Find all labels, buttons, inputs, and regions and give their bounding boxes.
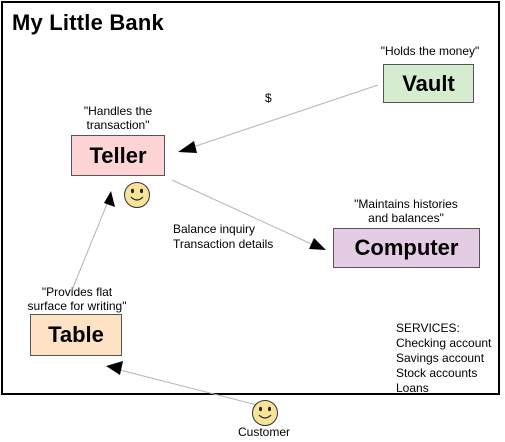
- teller-note-line-2: transaction": [86, 118, 150, 132]
- teller-node: Teller: [71, 135, 165, 176]
- edge-customer-to-table: [115, 368, 258, 406]
- edge-teller-to-computer: [171, 179, 319, 248]
- arrowhead-teller-from-table: [104, 191, 115, 207]
- computer-note: "Maintains histories and balances": [330, 197, 482, 225]
- table-label: Table: [48, 322, 104, 347]
- table-note: "Provides flat surface for writing": [16, 285, 138, 313]
- money-edge-label: $: [265, 91, 272, 105]
- balance-inquiry-label: Balance inquiry: [173, 222, 256, 236]
- table-node: Table: [30, 314, 122, 356]
- teller-computer-edge-label: Balance inquiry Transaction details: [173, 222, 273, 252]
- teller-smiley-icon: [124, 182, 150, 208]
- arrowhead-table-from-customer: [106, 361, 123, 375]
- transaction-details-label: Transaction details: [173, 237, 274, 251]
- computer-note-line-2: and balances": [368, 211, 444, 225]
- table-note-line-1: "Provides flat: [41, 285, 113, 299]
- service-item: Loans: [396, 381, 429, 395]
- vault-node: Vault: [383, 64, 474, 103]
- customer-smiley-icon: [252, 400, 278, 426]
- computer-node: Computer: [333, 228, 480, 268]
- service-item: Stock accounts: [396, 366, 478, 380]
- service-item: Savings account: [396, 351, 485, 365]
- edge-vault-to-teller: [186, 84, 379, 150]
- customer-label: Customer: [238, 425, 291, 439]
- diagram-title: My Little Bank: [12, 10, 164, 35]
- teller-label: Teller: [89, 142, 147, 168]
- services-list: SERVICES: Checking account Savings accou…: [396, 321, 491, 396]
- arrowhead-teller-from-vault: [178, 141, 197, 153]
- teller-note: "Handles the transaction": [66, 104, 170, 132]
- computer-note-line-1: "Maintains histories: [354, 197, 458, 211]
- bank-boundary: [1, 1, 500, 395]
- teller-note-line-1: "Handles the: [83, 104, 153, 118]
- arrowhead-computer-from-teller: [309, 238, 326, 250]
- service-item: Checking account: [396, 336, 492, 350]
- computer-label: Computer: [354, 235, 459, 260]
- services-heading: SERVICES:: [396, 321, 460, 335]
- edge-table-to-teller: [71, 198, 110, 291]
- vault-note: "Holds the money": [380, 44, 480, 58]
- vault-label: Vault: [402, 70, 455, 96]
- table-note-line-2: surface for writing": [27, 299, 127, 313]
